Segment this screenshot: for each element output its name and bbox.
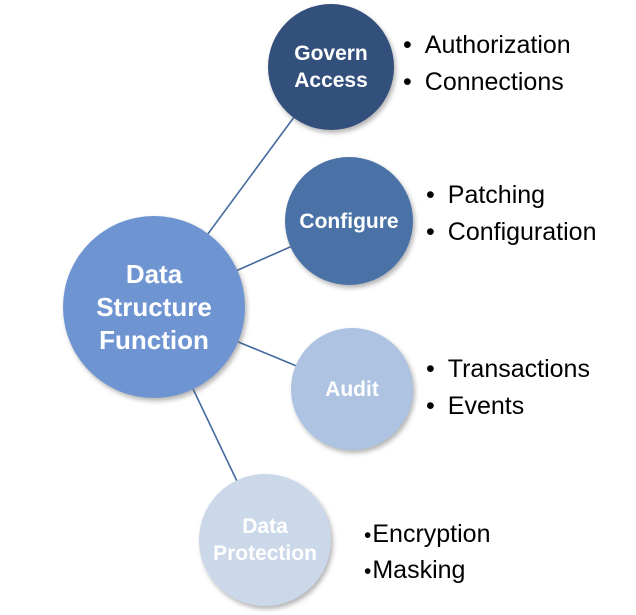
bullet-item: • Configuration [426, 214, 596, 251]
node-data-structure-function: Data Structure Function [63, 216, 245, 398]
bullet-icon: • [403, 31, 412, 59]
node-label: Audit [325, 377, 379, 401]
node-data-protection: Data Protection [199, 474, 331, 606]
bullet-item: •Masking [364, 553, 490, 589]
node-govern-access: Govern Access [268, 4, 394, 130]
node-label: Structure [96, 291, 212, 322]
bullet-list-configure: • Patching • Configuration [426, 177, 596, 251]
node-label: Access [294, 69, 368, 92]
bullet-text: Encryption [372, 520, 491, 548]
node-label: Protection [213, 542, 317, 565]
bullet-icon: • [426, 181, 435, 209]
bullet-icon: • [364, 560, 372, 583]
node-label: Configure [299, 209, 399, 233]
node-audit: Audit [291, 328, 413, 450]
node-label: Govern [294, 42, 368, 65]
bullet-text: Configuration [447, 218, 597, 246]
bullet-icon: • [426, 355, 435, 383]
bullet-text: Authorization [424, 31, 571, 59]
bullet-list-govern-access: • Authorization • Connections [403, 27, 571, 101]
node-label: Data [242, 515, 288, 538]
bullet-text: Events [447, 392, 525, 420]
bullet-icon: • [426, 218, 435, 246]
bullet-list-audit: • Transactions • Events [426, 351, 590, 425]
bullet-item: •Encryption [364, 517, 490, 553]
bullet-list-data-protection: •Encryption •Masking [364, 517, 490, 589]
bullet-icon: • [426, 392, 435, 420]
node-label: Data [125, 258, 183, 289]
bullet-text: Transactions [447, 355, 590, 383]
node-label: Function [99, 324, 209, 355]
bullet-item: • Authorization [403, 27, 571, 64]
bullet-item: • Transactions [426, 351, 590, 388]
node-configure: Configure [285, 157, 413, 285]
bullet-icon: • [364, 524, 372, 547]
bullet-text: Patching [447, 181, 546, 209]
bullet-item: • Patching [426, 177, 596, 214]
bullet-text: Masking [372, 556, 466, 584]
bullet-item: • Events [426, 388, 590, 425]
bullet-text: Connections [424, 68, 564, 96]
bullet-icon: • [403, 68, 412, 96]
bullet-item: • Connections [403, 64, 571, 101]
